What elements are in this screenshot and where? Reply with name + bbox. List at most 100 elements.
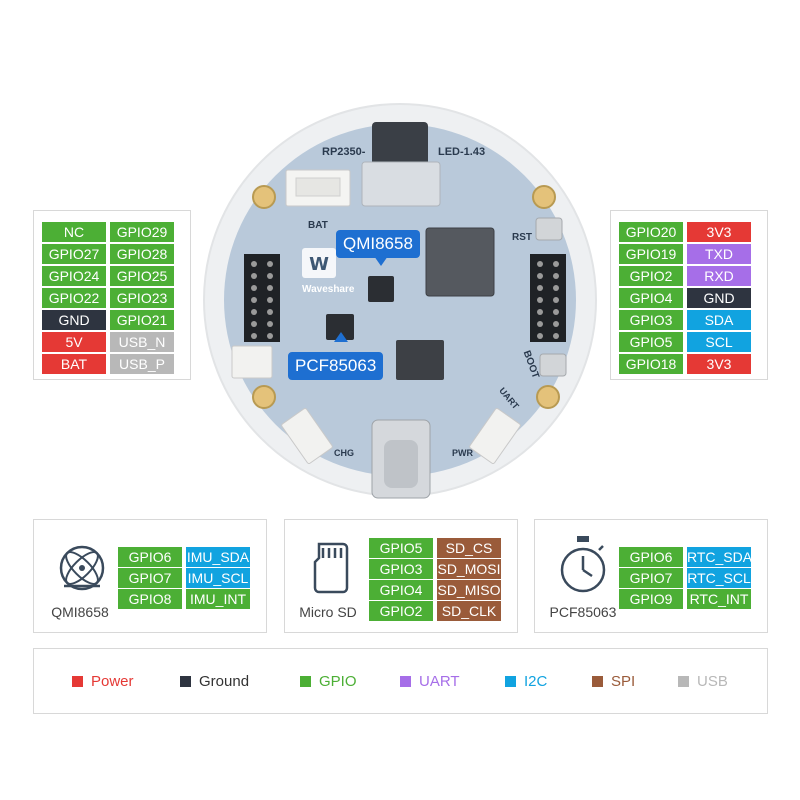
pin-label-gpio: GPIO29 [110, 222, 174, 242]
pin-label-gpio: GPIO9 [619, 589, 683, 609]
legend-item-gpio: GPIO [300, 672, 357, 692]
pin-label-gpio: GPIO8 [118, 589, 182, 609]
pin-label-i2c: SCL [687, 332, 751, 352]
waveshare-logo [302, 248, 336, 278]
mount-hole [252, 385, 276, 409]
gyroscope-icon [59, 545, 105, 591]
legend-swatch [678, 676, 689, 687]
legend-item-usb: USB [678, 672, 728, 692]
pin-label-ground: GND [42, 310, 106, 330]
pin-label-gpio: GPIO6 [619, 547, 683, 567]
pin-label-gpio: GPIO5 [619, 332, 683, 352]
mcu-chip [425, 227, 495, 297]
side-connector [231, 345, 273, 379]
pin-label-gpio: GPIO4 [619, 288, 683, 308]
pin-label-gpio: GPIO3 [619, 310, 683, 330]
sd-card-icon [313, 542, 349, 594]
pin-label-gpio: GPIO21 [110, 310, 174, 330]
pcf-callout-arrow [334, 332, 348, 342]
pin-label-usb: USB_P [110, 354, 174, 374]
uart-connector [469, 408, 521, 464]
legend-item-power: Power [72, 672, 134, 692]
pin-label-i2c: RTC_SCL [687, 568, 751, 588]
module-caption: QMI8658 [51, 604, 109, 620]
pin-label-gpio: GPIO25 [110, 266, 174, 286]
pin-label-i2c: RTC_SDA [687, 547, 753, 567]
legend-label: I2C [524, 673, 548, 690]
silk-brand: Waveshare [302, 284, 355, 295]
legend-label: GPIO [319, 673, 357, 690]
pin-label-gpio: GPIO4 [369, 580, 433, 600]
pin-label-power: 3V3 [687, 222, 751, 242]
legend-label: UART [419, 673, 460, 690]
pin-label-i2c: SDA [687, 310, 751, 330]
flash-chip [396, 340, 444, 380]
pin-label-gpio: GPIO5 [369, 538, 433, 558]
pin-label-gpio: GPIO2 [369, 601, 433, 621]
silk-pwr: PWR [452, 448, 473, 458]
legend-swatch [72, 676, 83, 687]
legend-swatch [400, 676, 411, 687]
silk-rst: RST [512, 232, 532, 243]
pin-label-ground: GND [687, 288, 751, 308]
mount-hole [536, 385, 560, 409]
board-illustration: W RP2350- LED-1.43 Waveshare BAT RST BOO… [203, 103, 597, 499]
legend-swatch [505, 676, 516, 687]
pin-label-gpio: IMU_INT [186, 589, 250, 609]
legend-swatch [180, 676, 191, 687]
i2c-connector [281, 408, 333, 464]
pin-label-i2c: IMU_SDA [186, 547, 250, 567]
pin-label-power: 5V [42, 332, 106, 352]
legend-label: USB [697, 673, 728, 690]
top-connector [372, 122, 428, 172]
qmi8658-callout: QMI8658 [336, 230, 420, 258]
pin-label-uart: TXD [687, 244, 751, 264]
pin-label-gpio: GPIO27 [42, 244, 106, 264]
module-caption: PCF85063 [549, 604, 617, 620]
pcb [224, 124, 576, 476]
legend-swatch [592, 676, 603, 687]
silk-chg: CHG [334, 448, 354, 458]
qmi-callout-arrow [374, 256, 388, 266]
legend-label: SPI [611, 673, 636, 690]
pin-label-gpio: GPIO3 [369, 559, 433, 579]
pin-label-usb: USB_N [110, 332, 174, 352]
pin-label-gpio: GPIO28 [110, 244, 174, 264]
pin-label-gpio: GPIO20 [619, 222, 683, 242]
right-pin-header [530, 254, 566, 342]
pin-label-gpio: GPIO24 [42, 266, 106, 286]
legend-label: Power [91, 673, 134, 690]
legend-item-ground: Ground [180, 672, 249, 692]
legend-label: Ground [199, 673, 250, 690]
pin-label-gpio: GPIO2 [619, 266, 683, 286]
mount-hole [532, 185, 556, 209]
pin-label-gpio: NC [42, 222, 106, 242]
left-pin-header [244, 254, 280, 342]
pin-label-gpio: GPIO23 [110, 288, 174, 308]
reset-button [535, 217, 563, 241]
silk-title-2: LED-1.43 [438, 146, 485, 158]
pin-label-gpio: GPIO19 [619, 244, 683, 264]
mount-hole [252, 185, 276, 209]
pin-label-gpio: GPIO18 [619, 354, 683, 374]
pin-label-gpio: GPIO22 [42, 288, 106, 308]
pin-label-uart: RXD [687, 266, 751, 286]
legend-item-spi: SPI [592, 672, 635, 692]
stopwatch-icon [560, 536, 606, 593]
svg-text:W: W [309, 254, 329, 275]
pin-label-spi: SD_CS [437, 538, 501, 558]
silk-bat: BAT [308, 220, 328, 231]
pin-label-power: 3V3 [687, 354, 751, 374]
pin-label-gpio: GPIO6 [118, 547, 182, 567]
pin-label-spi: SD_MOSI [437, 559, 501, 579]
silk-title: RP2350- [322, 146, 366, 158]
pin-label-spi: SD_MISO [437, 580, 501, 600]
boot-button [539, 353, 567, 377]
pin-label-gpio: RTC_INT [687, 589, 751, 609]
module-caption: Micro SD [299, 604, 357, 620]
